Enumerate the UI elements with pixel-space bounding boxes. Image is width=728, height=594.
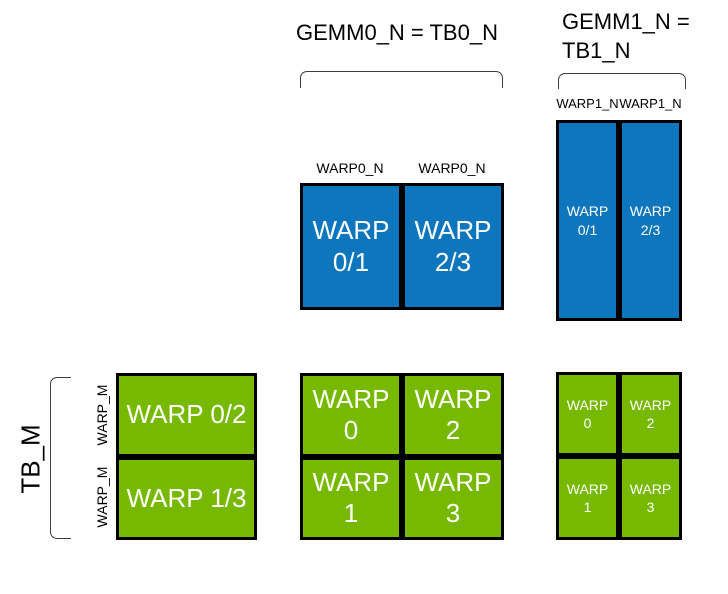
gemm0-warp-n-label-right: WARP0_N: [418, 160, 486, 176]
warp-cell-line: WARP 1/3: [126, 482, 247, 513]
warp-cell-line: WARP: [629, 203, 672, 220]
warp-cell-line: WARP: [629, 480, 672, 497]
warp-m-label-top: WARP_M: [94, 384, 110, 446]
gemm1-warp-n-label-right: WARP1_N: [619, 96, 682, 111]
warp-cell-line: 2: [646, 415, 655, 431]
left-green-box: WARP 0/2 WARP 1/3: [116, 373, 257, 540]
gemm1-warp-n-label-left: WARP1_N: [556, 96, 619, 111]
warp-cell-line: 0/1: [332, 246, 370, 277]
warp-cell-gemm0-blue-0-1: WARP 0/1: [300, 183, 402, 310]
warp-cell-gemm1-blue-2-3: WARP 2/3: [619, 120, 682, 321]
warp-cell-line: WARP: [414, 215, 492, 246]
gemm1-title-line1: GEMM1_N =: [562, 9, 690, 34]
warp-cell-gemm1-green-1: WARP 1: [556, 456, 619, 540]
tb-m-bracket: [50, 377, 71, 539]
warp-cell-line: 2/3: [640, 221, 661, 238]
gemm1-blue-box: WARP 0/1 WARP 2/3: [556, 120, 682, 321]
warp-cell-line: 3: [445, 498, 461, 529]
warp-cell-gemm1-blue-0-1: WARP 0/1: [556, 120, 619, 321]
warp-cell-line: 3: [646, 499, 655, 515]
warp-cell-line: WARP: [629, 396, 672, 413]
warp-cell-line: 0: [583, 415, 592, 431]
gemm0-blue-box: WARP 0/1 WARP 2/3: [300, 183, 504, 310]
gemm1-title-line2: TB1_N: [562, 38, 631, 63]
gemm1-green-grid: WARP 0 WARP 2 WARP 1 WARP 3: [556, 372, 682, 540]
warp-cell-gemm0-green-2: WARP 2: [402, 373, 504, 457]
warp-cell-left-green-1-3: WARP 1/3: [116, 456, 257, 540]
warp-cell-line: WARP: [566, 396, 609, 413]
warp-cell-line: 0/1: [577, 221, 598, 238]
gemm0-warp-n-label-left: WARP0_N: [316, 160, 384, 176]
gemm1-title: GEMM1_N = TB1_N: [552, 7, 712, 65]
warp-cell-line: WARP 0/2: [126, 399, 247, 430]
tb-m-label: TB_M: [15, 424, 46, 494]
warp-cell-gemm0-blue-2-3: WARP 2/3: [402, 183, 504, 310]
warp-cell-line: WARP: [312, 383, 390, 414]
warp-cell-gemm1-green-2: WARP 2: [619, 372, 682, 456]
warp-cell-line: WARP: [312, 215, 390, 246]
gemm1-top-bracket: [558, 73, 686, 89]
warp-cell-gemm0-green-1: WARP 1: [300, 456, 402, 540]
warp-cell-line: 2: [445, 414, 461, 445]
warp-cell-left-green-0-2: WARP 0/2: [116, 373, 257, 457]
warp-cell-line: WARP: [312, 467, 390, 498]
warp-cell-line: 2/3: [434, 246, 472, 277]
warp-cell-line: WARP: [566, 480, 609, 497]
warp-cell-line: 1: [343, 498, 359, 529]
gemm0-top-bracket: [300, 71, 503, 88]
warp-cell-line: 0: [343, 414, 359, 445]
warp-cell-line: WARP: [414, 383, 492, 414]
warp-cell-line: WARP: [566, 203, 609, 220]
warp-cell-gemm0-green-0: WARP 0: [300, 373, 402, 457]
warp-cell-gemm1-green-0: WARP 0: [556, 372, 619, 456]
warp-cell-line: WARP: [414, 467, 492, 498]
gemm0-green-grid: WARP 0 WARP 2 WARP 1 WARP 3: [300, 373, 504, 540]
warp-m-label-bottom: WARP_M: [94, 466, 110, 528]
warp-cell-line: 1: [583, 499, 592, 515]
gemm0-title: GEMM0_N = TB0_N: [296, 20, 498, 45]
warp-cell-gemm0-green-3: WARP 3: [402, 456, 504, 540]
warp-cell-gemm1-green-3: WARP 3: [619, 456, 682, 540]
